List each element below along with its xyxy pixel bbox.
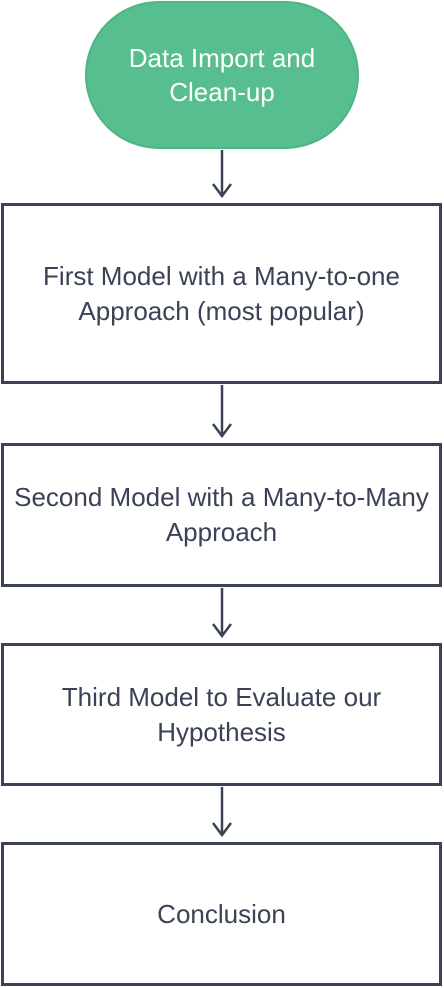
start-node-label: Data Import and Clean-up: [128, 43, 316, 107]
step-label: First Model with a Many-to-one Approach …: [43, 260, 400, 326]
step-label: Conclusion: [157, 898, 286, 929]
arrow-step1-to-step2: [212, 385, 232, 439]
step-box-second-model: Second Model with a Many-to-Many Approac…: [1, 443, 442, 587]
arrow-step3-to-step4: [212, 787, 232, 838]
step-label: Third Model to Evaluate our Hypothesis: [61, 681, 382, 747]
start-node: Data Import and Clean-up: [85, 1, 359, 149]
step-box-third-model: Third Model to Evaluate our Hypothesis: [1, 643, 442, 786]
arrow-start-to-step1: [212, 150, 232, 199]
step-box-conclusion: Conclusion: [1, 842, 442, 986]
step-label: Second Model with a Many-to-Many Approac…: [14, 482, 429, 547]
step-box-first-model: First Model with a Many-to-one Approach …: [1, 203, 442, 384]
arrow-step2-to-step3: [212, 588, 232, 639]
